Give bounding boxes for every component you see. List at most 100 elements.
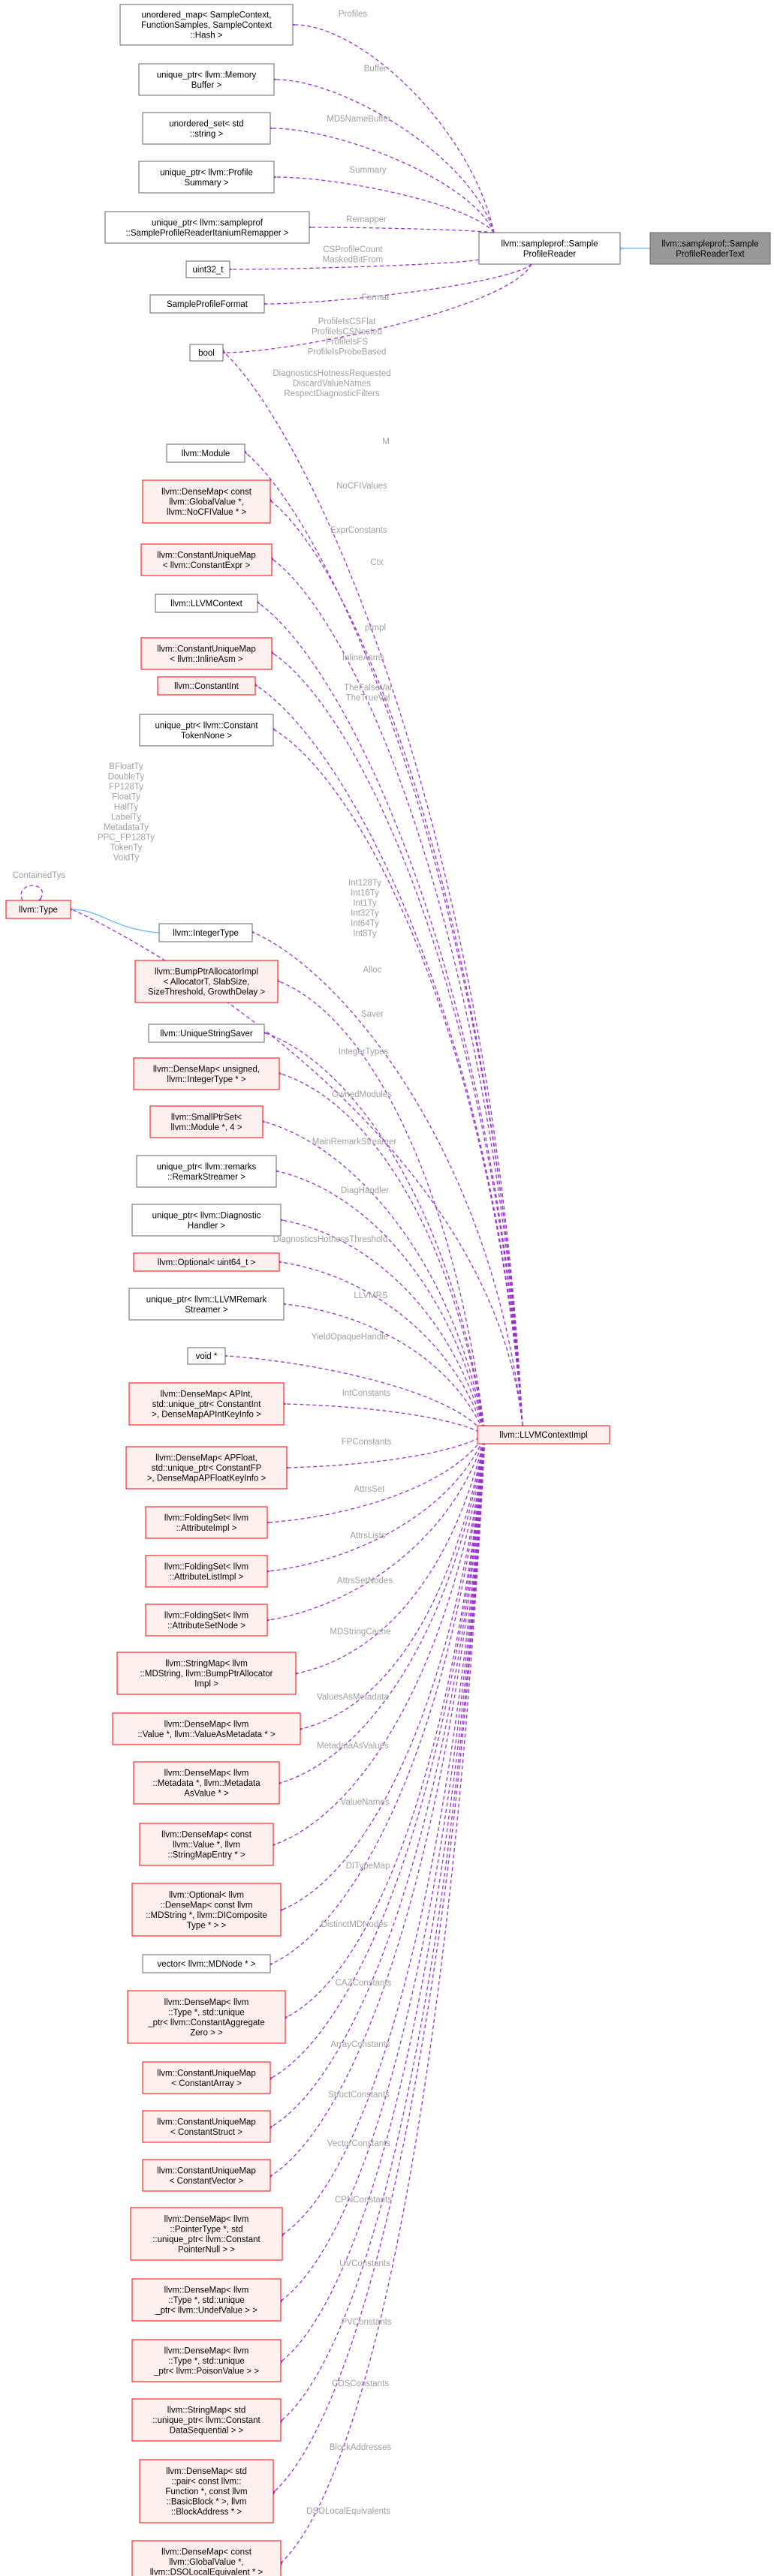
node-box (478, 232, 621, 265)
edge-label-ownedmodules: OwnedModules (332, 1090, 392, 1099)
node-n21[interactable]: unique_ptr< llvm::remarks::RemarkStreame… (136, 1155, 277, 1188)
node-n7[interactable]: bool (189, 344, 224, 362)
node-n16[interactable]: llvm::IntegerType (158, 923, 253, 942)
edge-mainremark (271, 1167, 486, 1435)
node-n20[interactable]: llvm::SmallPtrSet<llvm::Module *, 4 > (149, 1105, 264, 1138)
node-n29[interactable]: llvm::FoldingSet< llvm::AttributeListImp… (145, 1555, 268, 1588)
edge-ownedmodules (257, 1117, 486, 1435)
edge-vectorconst (265, 1434, 486, 2181)
edge-typel (65, 904, 523, 1426)
edge-label-uvconst: UVConstants (339, 2259, 390, 2268)
node-n5[interactable]: uint32_t (185, 260, 230, 278)
edge-fpconst (282, 1434, 486, 1471)
node-n18[interactable]: llvm::UniqueStringSaver (148, 1023, 265, 1043)
edge-cpnconst (277, 1434, 486, 2240)
node-n31[interactable]: llvm::StringMap< llvm::MDString, llvm::B… (116, 1652, 297, 1695)
edge-label-mainremark: MainRemarkStreamer (312, 1138, 397, 1147)
node-n28[interactable]: llvm::FoldingSet< llvm::AttributeImpl > (145, 1506, 268, 1539)
node-label: llvm::ConstantUniqueMap< ConstantVector … (157, 2166, 256, 2186)
edge-contained (20, 885, 43, 906)
node-box (112, 1712, 301, 1745)
node-ctx[interactable]: llvm::LLVMContextImpl (477, 1425, 610, 1444)
node-box (158, 923, 253, 942)
node-label: llvm::ConstantUniqueMap< llvm::InlineAsm… (157, 645, 256, 664)
node-n45[interactable]: llvm::DenseMap< std::pair< const llvm::F… (139, 2459, 274, 2523)
node-box (149, 294, 265, 314)
node-label: llvm::DenseMap< std::pair< const llvm::F… (165, 2467, 247, 2517)
node-label: llvm::StringMap< std::unique_ptr< llvm::… (152, 2406, 261, 2436)
edge-distinctmd (265, 1434, 486, 1970)
node-label: llvm::FoldingSet< llvm::AttributeListImp… (164, 1562, 248, 1582)
node-n32[interactable]: llvm::DenseMap< llvm::Value *, llvm::Val… (112, 1712, 301, 1745)
node-box (133, 1761, 280, 1805)
node-label: llvm::FoldingSet< llvm::AttributeImpl > (164, 1513, 248, 1533)
edge-valuesasmd (295, 1434, 486, 1733)
node-n40[interactable]: llvm::ConstantUniqueMap< ConstantVector … (142, 2159, 271, 2192)
node-n8[interactable]: llvm::Module (166, 443, 245, 463)
edge-label-distinctmd: DistinctMDNodes (321, 1920, 388, 1929)
edge-buffer (269, 76, 495, 233)
node-n41[interactable]: llvm::DenseMap< llvm::PointerType *, std… (130, 2207, 283, 2261)
node-n10[interactable]: llvm::ConstantUniqueMap< llvm::ConstantE… (140, 543, 273, 576)
node-label: llvm::DenseMap< llvm::PointerType *, std… (152, 2215, 261, 2255)
node-label: llvm::Optional< uint64_t > (158, 1258, 256, 1267)
node-n39[interactable]: llvm::ConstantUniqueMap< ConstantStruct … (142, 2110, 271, 2143)
node-n38[interactable]: llvm::ConstantUniqueMap< ConstantArray > (142, 2061, 271, 2094)
edge-label-cdsconst: CDSConstants (332, 2379, 389, 2388)
node-n26[interactable]: llvm::DenseMap< APInt,std::unique_ptr< C… (128, 1382, 285, 1426)
edge-label-contained: ContainedTys (13, 871, 66, 880)
node-n19[interactable]: llvm::DenseMap< unsigned,llvm::IntegerTy… (133, 1057, 280, 1090)
node-n27[interactable]: llvm::DenseMap< APFloat,std::unique_ptr<… (125, 1446, 288, 1489)
node-layer: unordered_map< SampleContext,FunctionSam… (5, 4, 771, 2576)
node-n30[interactable]: llvm::FoldingSet< llvm::AttributeSetNode… (145, 1604, 268, 1637)
node-n17[interactable]: llvm::BumpPtrAllocatorImpl< AllocatorT, … (134, 960, 279, 1003)
node-n12[interactable]: llvm::ConstantUniqueMap< llvm::InlineAsm… (140, 637, 273, 670)
edge-attrsetnodes (262, 1434, 486, 1625)
edge-label-md5: MD5NameBuffer (327, 115, 391, 124)
node-n11[interactable]: llvm::LLVMContext (155, 594, 258, 613)
node-n25[interactable]: void * (187, 1347, 226, 1365)
edge-saver (259, 1028, 486, 1435)
node-box (140, 637, 273, 670)
node-label: llvm::ConstantInt (174, 682, 239, 691)
node-n2[interactable]: unordered_set< std::string > (142, 112, 271, 145)
node-n15[interactable]: llvm::Type (5, 900, 71, 919)
node-n33[interactable]: llvm::DenseMap< llvm::Metadata *, llvm::… (133, 1761, 280, 1805)
node-n43[interactable]: llvm::DenseMap< llvm::Type *, std::uniqu… (131, 2339, 282, 2382)
node-n36[interactable]: vector< llvm::MDNode * > (142, 1954, 271, 1973)
edge-label-pimpl: pImpl (365, 624, 386, 633)
node-box (131, 1204, 282, 1237)
node-label: llvm::BumpPtrAllocatorImpl< AllocatorT, … (148, 968, 266, 997)
node-n23[interactable]: llvm::Optional< uint64_t > (133, 1252, 280, 1272)
node-n4[interactable]: unique_ptr< llvm::sampleprof::SampleProf… (104, 211, 310, 244)
node-n6[interactable]: SampleProfileFormat (149, 294, 265, 314)
edge-mdstringcache (291, 1434, 486, 1678)
node-label: bool (198, 349, 215, 358)
node-label: unique_ptr< llvm::sampleprof::SampleProf… (125, 218, 288, 238)
node-box (142, 2159, 271, 2192)
edge-label-saver: Saver (361, 1010, 384, 1019)
edge-label-yieldopaque: YieldOpaqueHandle (312, 1333, 389, 1342)
node-n44[interactable]: llvm::StringMap< std::unique_ptr< llvm::… (131, 2398, 282, 2442)
node-n37[interactable]: llvm::DenseMap< llvm::Type *, std::uniqu… (127, 1990, 286, 2044)
node-n13[interactable]: llvm::ConstantInt (157, 676, 256, 696)
edge-label-layer: ProfilesBufferMD5NameBufferSummaryRemapp… (13, 10, 397, 2516)
node-box (477, 1425, 610, 1444)
node-n0[interactable]: unordered_map< SampleContext,FunctionSam… (119, 4, 294, 46)
node-label: vector< llvm::MDNode * > (157, 1960, 255, 1969)
node-n42[interactable]: llvm::DenseMap< llvm::Type *, std::uniqu… (131, 2278, 282, 2322)
edge-label-exprc: ExprConstants (330, 526, 387, 535)
node-n35[interactable]: llvm::Optional< llvm::DenseMap< const ll… (131, 1883, 282, 1937)
